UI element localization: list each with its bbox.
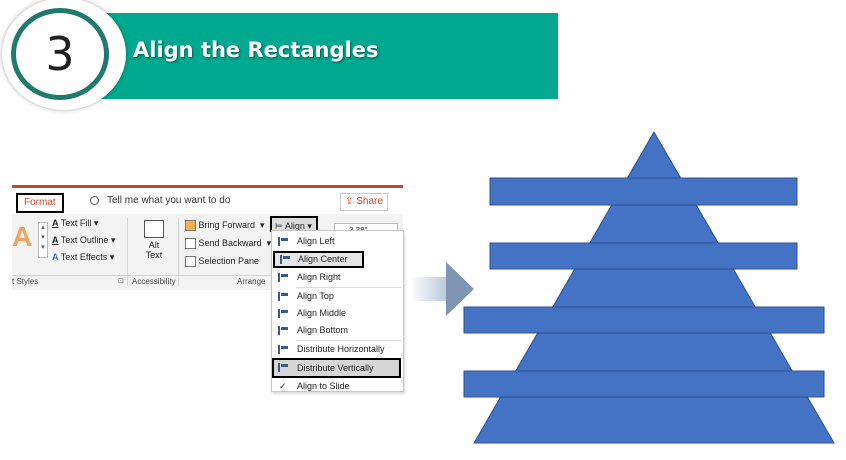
rectangle-3[interactable] [463, 306, 825, 334]
text-effects-label: Text Effects [60, 252, 108, 262]
arrow-shaft [410, 277, 448, 301]
text-outline-button[interactable]: A Text Outline ▾ [52, 235, 116, 245]
bring-forward-icon [185, 220, 196, 232]
checkmark-icon: ✓ [279, 381, 287, 391]
menu-item-label: Align Center [298, 254, 348, 264]
distribute-horizontally-icon [278, 345, 288, 354]
search-icon [90, 195, 99, 205]
send-backward-icon [185, 238, 196, 250]
text-effects-button[interactable]: A Text Effects ▾ [52, 252, 115, 262]
menu-item-align-top[interactable]: Align Top [272, 288, 403, 305]
wordart-scroll[interactable]: ▴▾▾ [38, 222, 48, 258]
step-badge-ring [11, 8, 109, 100]
send-backward-label: Send Backward [198, 238, 262, 248]
menu-item-label: Align to Slide [297, 381, 350, 391]
align-bottom-icon [278, 326, 288, 335]
align-center-icon [280, 255, 290, 264]
menu-item-label: Align Top [297, 291, 334, 301]
wordart-style-icon[interactable]: A [12, 221, 33, 252]
alt-text-button[interactable]: Alt Text [136, 220, 172, 260]
rectangle-1[interactable] [489, 177, 798, 206]
bring-forward-label: Bring Forward [198, 220, 256, 230]
menu-item-align-center[interactable]: Align Center [273, 251, 364, 268]
selection-pane-button[interactable]: Selection Pane [185, 256, 260, 268]
menu-divider [296, 287, 401, 288]
group-styles-label: t Styles [12, 277, 39, 286]
text-effects-icon: A [52, 252, 59, 262]
group-arrange-label: Arrange [237, 277, 266, 286]
align-right-icon [278, 273, 288, 282]
ribbon-tab-bar: Format Tell me what you want to do ⇪ Sha… [12, 188, 403, 214]
align-top-icon [278, 292, 288, 301]
text-fill-icon: A [52, 218, 59, 228]
align-button[interactable]: ⊨ Align ▾ [270, 216, 318, 232]
step-number: 3 [45, 27, 75, 81]
align-icon: ⊨ [275, 221, 283, 231]
menu-item-align-middle[interactable]: Align Middle [272, 305, 403, 322]
share-icon: ⇪ [345, 196, 357, 207]
menu-item-label: Align Right [297, 272, 341, 282]
align-dropdown-menu: Align Left Align Center Align Right Alig… [271, 230, 404, 392]
title-banner [100, 13, 558, 99]
group-label-bar [12, 275, 403, 276]
menu-item-label: Distribute Horizontally [297, 344, 385, 354]
dialog-launcher-icon[interactable]: ⊡ [118, 278, 124, 285]
menu-item-align-bottom[interactable]: Align Bottom [272, 322, 403, 339]
align-left-icon [278, 237, 288, 246]
menu-item-distribute-vertically[interactable]: Distribute Vertically [272, 358, 401, 378]
text-fill-label: Text Fill [60, 218, 92, 228]
selection-pane-icon [185, 256, 196, 268]
pyramid-triangle[interactable] [473, 131, 835, 444]
text-outline-icon: A [52, 235, 59, 245]
selection-pane-label: Selection Pane [198, 256, 260, 266]
align-middle-icon [278, 309, 288, 318]
group-accessibility-label: Accessibility [132, 277, 176, 286]
menu-item-label: Align Left [297, 236, 335, 246]
align-label: Align [284, 221, 305, 231]
share-label: Share [356, 196, 383, 207]
menu-item-label: Distribute Vertically [297, 363, 374, 373]
rectangle-4[interactable] [463, 370, 825, 398]
send-backward-button[interactable]: Send Backward ▾ [185, 238, 271, 250]
rectangle-2[interactable] [489, 242, 798, 270]
tab-format[interactable]: Format [16, 193, 64, 213]
menu-item-align-right[interactable]: Align Right [272, 269, 403, 286]
menu-item-label: Align Middle [297, 308, 347, 318]
text-outline-label: Text Outline [60, 235, 109, 245]
alt-text-icon [144, 220, 164, 238]
menu-divider [296, 340, 401, 341]
pyramid-diagram [463, 131, 835, 444]
divider [178, 218, 179, 286]
bring-forward-button[interactable]: Bring Forward ▾ [185, 220, 265, 232]
alt-text-label-1: Alt [148, 240, 160, 250]
slide-title: Align the Rectangles [133, 38, 379, 62]
distribute-vertically-icon [278, 363, 288, 372]
menu-item-distribute-horizontally[interactable]: Distribute Horizontally [272, 341, 403, 358]
menu-item-label: Align Bottom [297, 325, 349, 335]
tell-me-text: Tell me what you want to do [107, 195, 231, 206]
menu-item-align-left[interactable]: Align Left [272, 233, 403, 250]
tell-me-search[interactable]: Tell me what you want to do [90, 195, 230, 206]
share-button[interactable]: ⇪ Share [340, 193, 388, 211]
text-fill-button[interactable]: A Text Fill ▾ [52, 218, 99, 228]
alt-text-label-2: Text [145, 250, 163, 260]
divider [127, 218, 128, 286]
menu-item-align-to-slide[interactable]: ✓ Align to Slide [272, 378, 403, 391]
